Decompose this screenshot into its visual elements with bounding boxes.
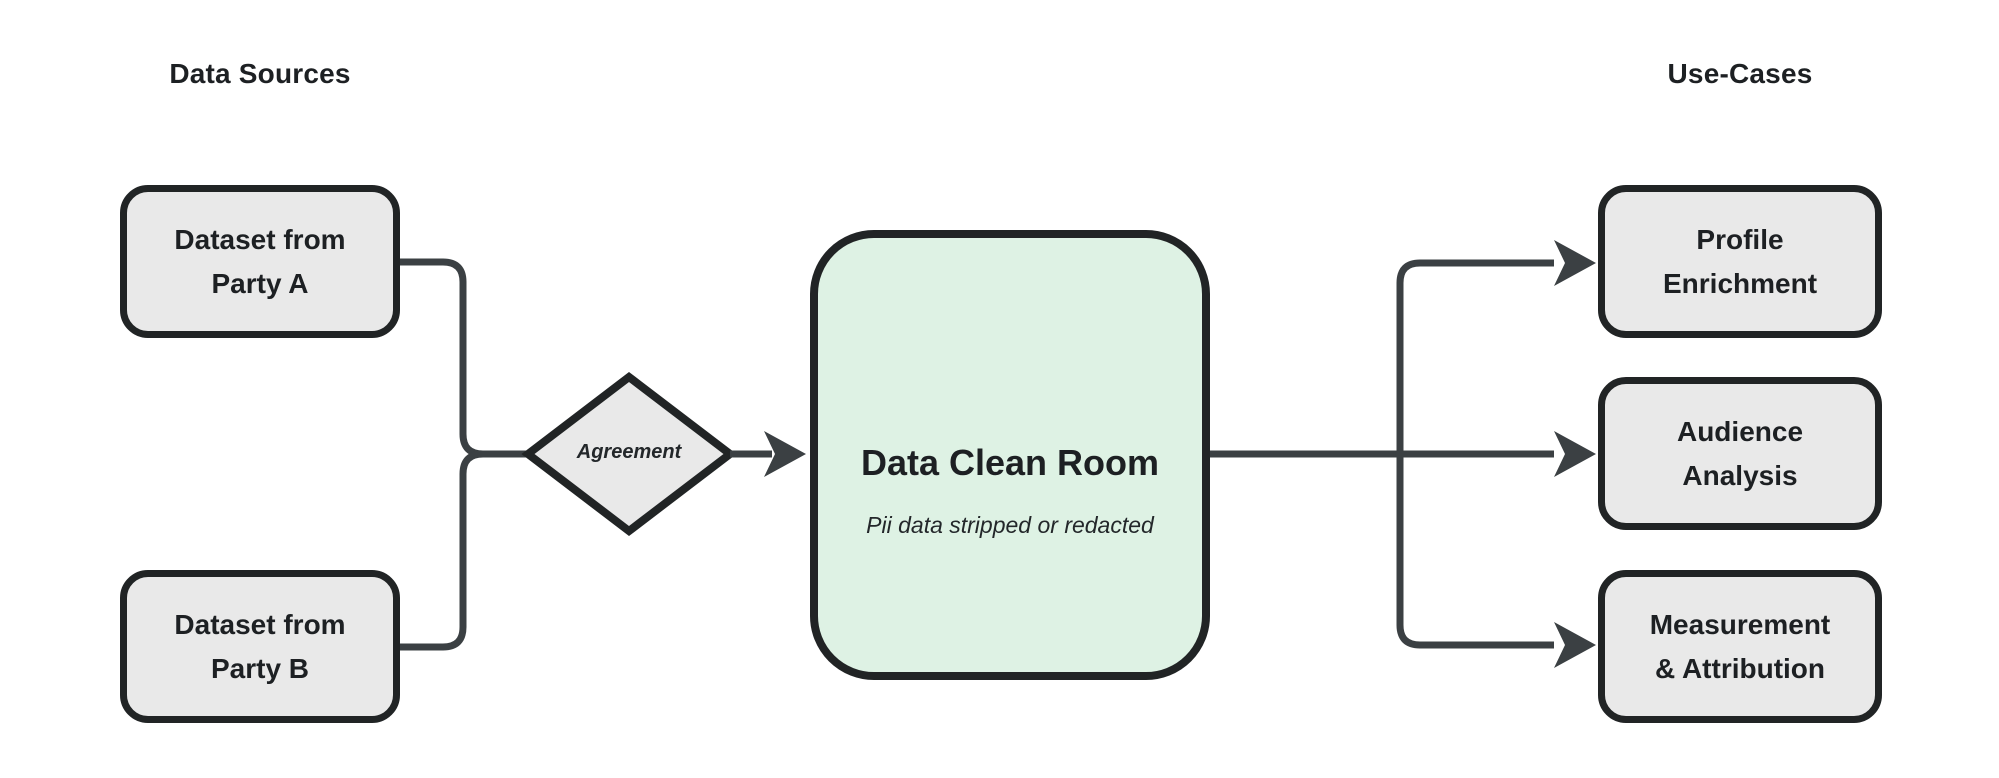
arrowhead-measurement <box>1554 622 1596 668</box>
node-audience-analysis: Audience Analysis <box>1598 377 1882 530</box>
node-label-line: Dataset from <box>174 223 346 255</box>
node-label-line: Measurement <box>1649 608 1831 640</box>
connector-party-b-to-agreement <box>400 450 484 651</box>
node-label-line: Profile <box>1696 223 1784 255</box>
connector-cleanroom-to-measurement <box>1396 454 1554 649</box>
data-sources-header: Data Sources <box>169 58 351 89</box>
use-cases-header: Use-Cases <box>1667 58 1813 89</box>
connector-cleanroom-to-profile <box>1210 259 1554 458</box>
node-label-line: & Attribution <box>1654 652 1826 684</box>
node-dataset-party-b: Dataset from Party B <box>120 570 400 723</box>
node-label-line: Party B <box>210 652 310 684</box>
node-dataset-party-a: Dataset from Party A <box>120 185 400 338</box>
node-label-line: Analysis <box>1682 459 1798 491</box>
node-label-line: Dataset from <box>174 608 346 640</box>
arrowhead-cleanroom <box>764 431 806 477</box>
arrowhead-profile <box>1554 240 1596 286</box>
agreement-diamond-label: Agreement <box>576 441 682 463</box>
clean-room-subtitle: Pii data stripped or redacted <box>866 512 1154 538</box>
node-label-line: Enrichment <box>1662 267 1818 299</box>
connector-party-a-to-agreement <box>400 258 528 458</box>
node-measurement-attribution: Measurement & Attribution <box>1598 570 1882 723</box>
node-profile-enrichment: Profile Enrichment <box>1598 185 1882 338</box>
node-label-line: Audience <box>1676 415 1804 447</box>
clean-room-title: Data Clean Room <box>860 442 1160 483</box>
node-label-line: Party A <box>211 267 309 299</box>
arrowhead-audience <box>1554 431 1596 477</box>
node-data-clean-room: Data Clean Room Pii data stripped or red… <box>810 230 1210 680</box>
